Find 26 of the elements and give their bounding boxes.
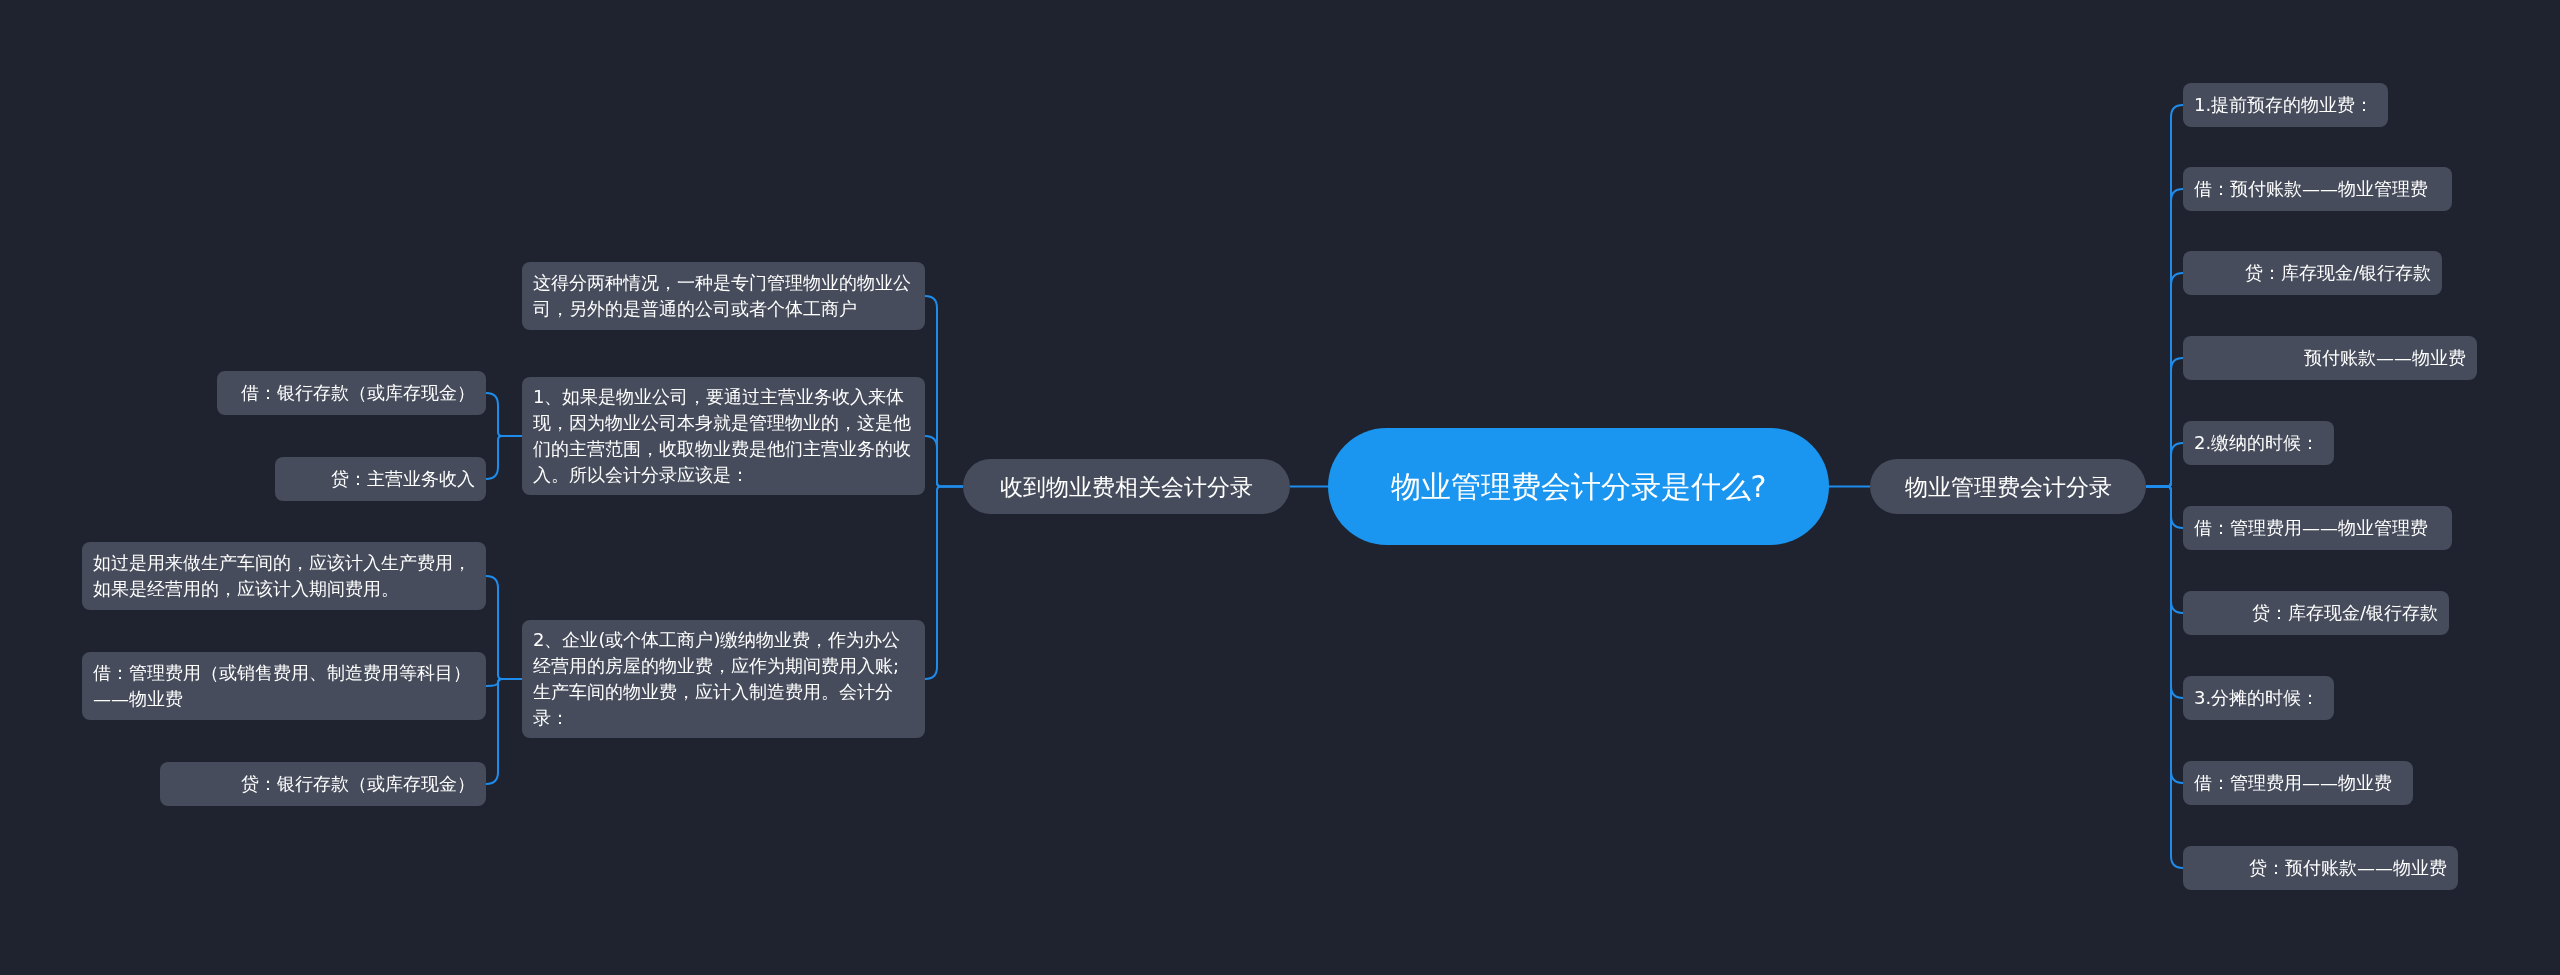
note-box: 借：管理费用（或销售费用、制造费用等科目）——物业费 xyxy=(82,652,486,720)
note-box: 2.缴纳的时候： xyxy=(2183,421,2334,465)
note-box: 贷：库存现金/银行存款 xyxy=(2183,591,2449,635)
branch-topic-box: 物业管理费会计分录 xyxy=(1870,459,2146,514)
note-box: 贷：预付账款——物业费 xyxy=(2183,846,2458,890)
connector xyxy=(485,435,523,480)
note-box: 借：银行存款（或库存现金） xyxy=(217,371,486,415)
note-box: 3.分摊的时候： xyxy=(2183,676,2334,720)
connector xyxy=(485,678,523,785)
central-topic-box: 物业管理费会计分录是什么? xyxy=(1328,428,1829,545)
connector xyxy=(1828,485,1871,488)
note-box: 贷：银行存款（或库存现金） xyxy=(160,762,486,806)
note-box: 预付账款——物业费 xyxy=(2183,336,2477,380)
note-box: 1.提前预存的物业费： xyxy=(2183,83,2388,127)
note-box: 2、企业(或个体工商户)缴纳物业费，作为办公经营用的房屋的物业费，应作为期间费用入账;生产车间的物业费，应计入制造费用。会计分录： xyxy=(522,620,925,738)
note-box: 贷：库存现金/银行存款 xyxy=(2183,251,2442,295)
note-box: 1、如果是物业公司，要通过主营业务收入来体现，因为物业公司本身就是管理物业的，这是他们的主营范围，收取物业费是他们主营业务的收入。所以会计分录应该是： xyxy=(522,377,925,495)
note-box: 贷：主营业务收入 xyxy=(275,457,486,501)
connector xyxy=(1289,485,1329,488)
note-box: 如过是用来做生产车间的，应该计入生产费用，如果是经营用的，应该计入期间费用。 xyxy=(82,542,486,610)
connector xyxy=(924,485,964,680)
note-box: 借：管理费用——物业费 xyxy=(2183,761,2413,805)
note-box: 借：管理费用——物业管理费 xyxy=(2183,506,2452,550)
branch-topic-box: 收到物业费相关会计分录 xyxy=(963,459,1290,514)
note-box: 这得分两种情况，一种是专门管理物业的物业公司，另外的是普通的公司或者个体工商户 xyxy=(522,262,925,330)
note-box: 借：预付账款——物业管理费 xyxy=(2183,167,2452,211)
